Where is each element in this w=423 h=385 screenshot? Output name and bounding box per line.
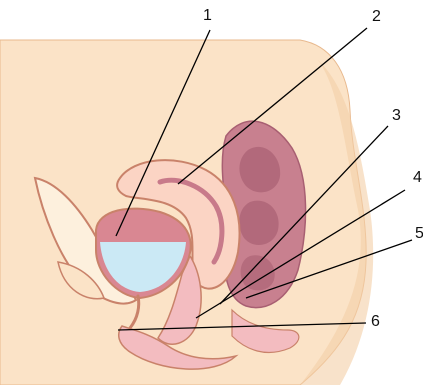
label-4: 4 <box>413 170 422 186</box>
label-2: 2 <box>372 9 381 25</box>
label-3: 3 <box>392 108 401 124</box>
label-6: 6 <box>371 314 380 330</box>
label-1: 1 <box>203 8 212 24</box>
label-5: 5 <box>415 226 423 242</box>
